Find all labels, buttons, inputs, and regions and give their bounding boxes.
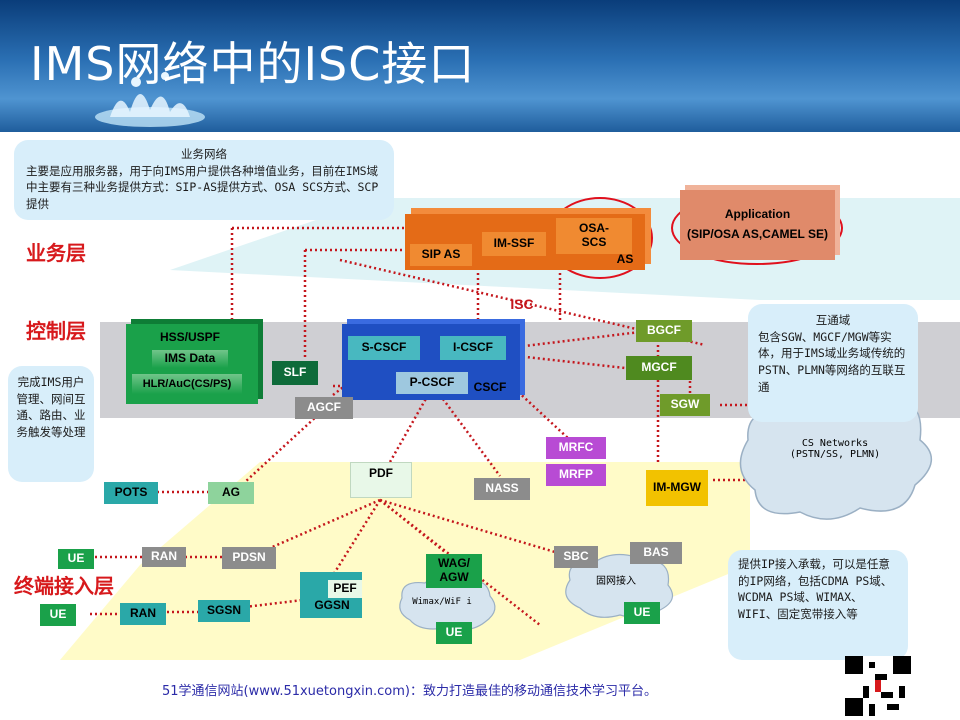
cs-networks-title: CS Networks [801, 437, 869, 449]
application-title: Application [724, 207, 791, 222]
footer-text: 51学通信网站(www.51xuetongxin.com)：致力打造最佳的移动通… [162, 684, 657, 699]
header-banner: IMS网络中的ISC接口 [0, 0, 960, 132]
application-node: Application (SIP/OSA AS,CAMEL SE) [680, 190, 835, 260]
pots-node: POTS [104, 482, 158, 504]
ggsn-label: GGSN [314, 598, 350, 613]
cs-networks-subtitle: (PSTN/SS, PLMN) [789, 449, 881, 460]
interconnect-note-title: 互通域 [815, 313, 851, 327]
qr-code-icon [845, 656, 911, 716]
sip-as-node: SIP AS [410, 244, 472, 266]
pdf-node: PDF [350, 462, 412, 498]
im-ssf-node: IM-SSF [482, 232, 546, 256]
s-cscf-node: S-CSCF [348, 336, 420, 360]
ue-node-3: UE [436, 622, 472, 644]
service-network-note-title: 业务网络 [181, 147, 227, 161]
hlr-auc-node: HLR/AuC(CS/PS) [132, 374, 242, 394]
bas-node: BAS [630, 542, 682, 564]
sbc-node: SBC [554, 546, 598, 568]
sgsn-node: SGSN [198, 600, 250, 622]
application-subtitle: (SIP/OSA AS,CAMEL SE) [687, 227, 828, 241]
ag-node: AG [208, 482, 254, 504]
fixed-access-label: 固网接入 [596, 576, 636, 588]
mgcf-node: MGCF [626, 356, 692, 380]
service-layer-label: 业务层 [26, 241, 86, 265]
i-cscf-node: I-CSCF [440, 336, 506, 360]
ue-node-4: UE [624, 602, 660, 624]
service-network-note-body: 主要是应用服务器，用于向IMS用户提供各种增值业务，目前在IMS域中主要有三种业… [26, 163, 379, 212]
nass-node: NASS [474, 478, 530, 500]
wimax-wifi-label: Wimax/WiF i [412, 596, 472, 607]
pdsn-node: PDSN [222, 547, 276, 569]
slf-node: SLF [272, 361, 318, 385]
control-layer-band [100, 322, 960, 418]
ims-data-node: IMS Data [152, 350, 228, 368]
fixed-access-cloud [565, 553, 674, 619]
ran-node-1: RAN [142, 547, 186, 567]
mrfp-node: MRFP [546, 464, 606, 486]
as-label: AS [616, 252, 634, 267]
footer [0, 672, 960, 720]
cs-networks-label: CS Networks (PSTN/SS, PLMN) [760, 434, 910, 464]
water-splash-graphic [95, 72, 205, 127]
cscf-label: CSCF [473, 380, 507, 395]
page-title: IMS网络中的ISC接口 [30, 37, 476, 91]
service-network-note: 业务网络 主要是应用服务器，用于向IMS用户提供各种增值业务，目前在IMS域中主… [14, 140, 394, 220]
sgw-node: SGW [660, 394, 710, 416]
hss-note-body: 完成IMS用户管理、网间互通、路由、业务触发等处理 [16, 375, 86, 440]
bgcf-node: BGCF [636, 320, 692, 342]
ue-node-1: UE [58, 549, 94, 569]
access-note-body: 提供IP接入承载，可以是任意的IP网络，包括CDMA PS域、WCDMA PS域… [738, 557, 893, 622]
agcf-node: AGCF [295, 397, 353, 419]
interconnect-note: 互通域 包含SGW、MGCF/MGW等实体，用于IMS域业务域传统的PSTN、P… [748, 304, 918, 422]
hss-note: 完成IMS用户管理、网间互通、路由、业务触发等处理 [8, 366, 94, 482]
im-mgw-node: IM-MGW [646, 470, 708, 506]
interconnect-note-body: 包含SGW、MGCF/MGW等实体，用于IMS域业务域传统的PSTN、PLMN等… [758, 329, 906, 394]
p-cscf-node: P-CSCF [396, 372, 468, 394]
ran-node-2: RAN [120, 603, 166, 625]
ue-node-2: UE [40, 604, 76, 626]
hss-uspf-label: HSS/USPF [159, 330, 220, 345]
access-layer-label: 终端接入层 [14, 574, 114, 598]
mrfc-node: MRFC [546, 437, 606, 459]
osa-scs-node: OSA-SCS [556, 218, 632, 254]
isc-label: ISC [510, 295, 534, 312]
wag-agw-node: WAG/ AGW [426, 554, 482, 588]
access-note: 提供IP接入承载，可以是任意的IP网络，包括CDMA PS域、WCDMA PS域… [728, 550, 908, 660]
pef-node: PEF [328, 580, 362, 598]
control-layer-label: 控制层 [26, 319, 86, 343]
